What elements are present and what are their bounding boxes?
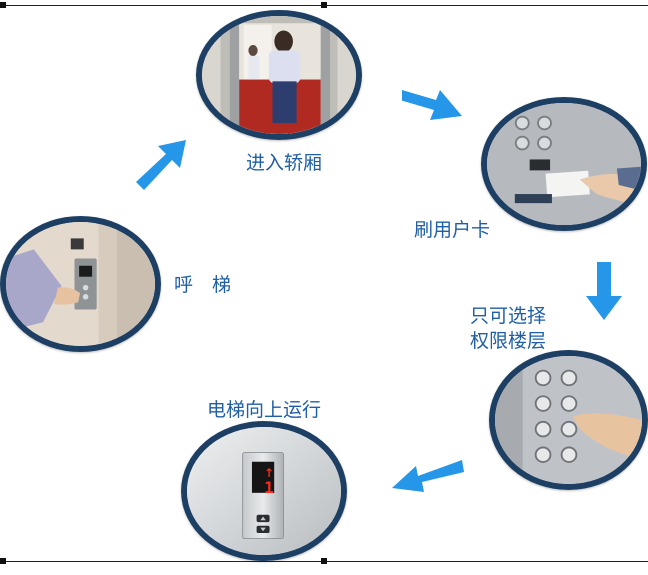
photo-elevator-up: ↑ 1 xyxy=(181,421,347,561)
floor-direction-indicator: ↑ xyxy=(263,466,275,480)
arrow-down-right-icon xyxy=(402,90,462,120)
arrow-down-left-icon xyxy=(392,460,464,492)
frame-corner-tm xyxy=(321,2,327,8)
frame-corner-bl xyxy=(0,558,6,564)
photo-enter-car xyxy=(196,10,362,140)
step-label-select-floor-line1: 只可选择 xyxy=(470,305,547,327)
arrow-up-right-icon xyxy=(136,140,186,190)
step-label-select-floor-line2: 权限楼层 xyxy=(470,330,547,352)
photo-swipe-card xyxy=(481,97,647,231)
step-label-call-elevator: 呼 梯 xyxy=(174,274,232,296)
floor-number-display: 1 xyxy=(264,478,274,497)
photo-select-floor xyxy=(489,350,648,490)
step-label-elevator-up: 电梯向上运行 xyxy=(207,399,322,421)
step-label-swipe-card: 刷用户卡 xyxy=(414,219,491,241)
photo-call-elevator xyxy=(0,216,161,352)
arrow-down-icon xyxy=(586,262,622,320)
step-label-enter-car: 进入轿厢 xyxy=(246,152,323,174)
frame-corner-bm xyxy=(321,558,327,564)
frame-corner-tl xyxy=(0,2,6,8)
